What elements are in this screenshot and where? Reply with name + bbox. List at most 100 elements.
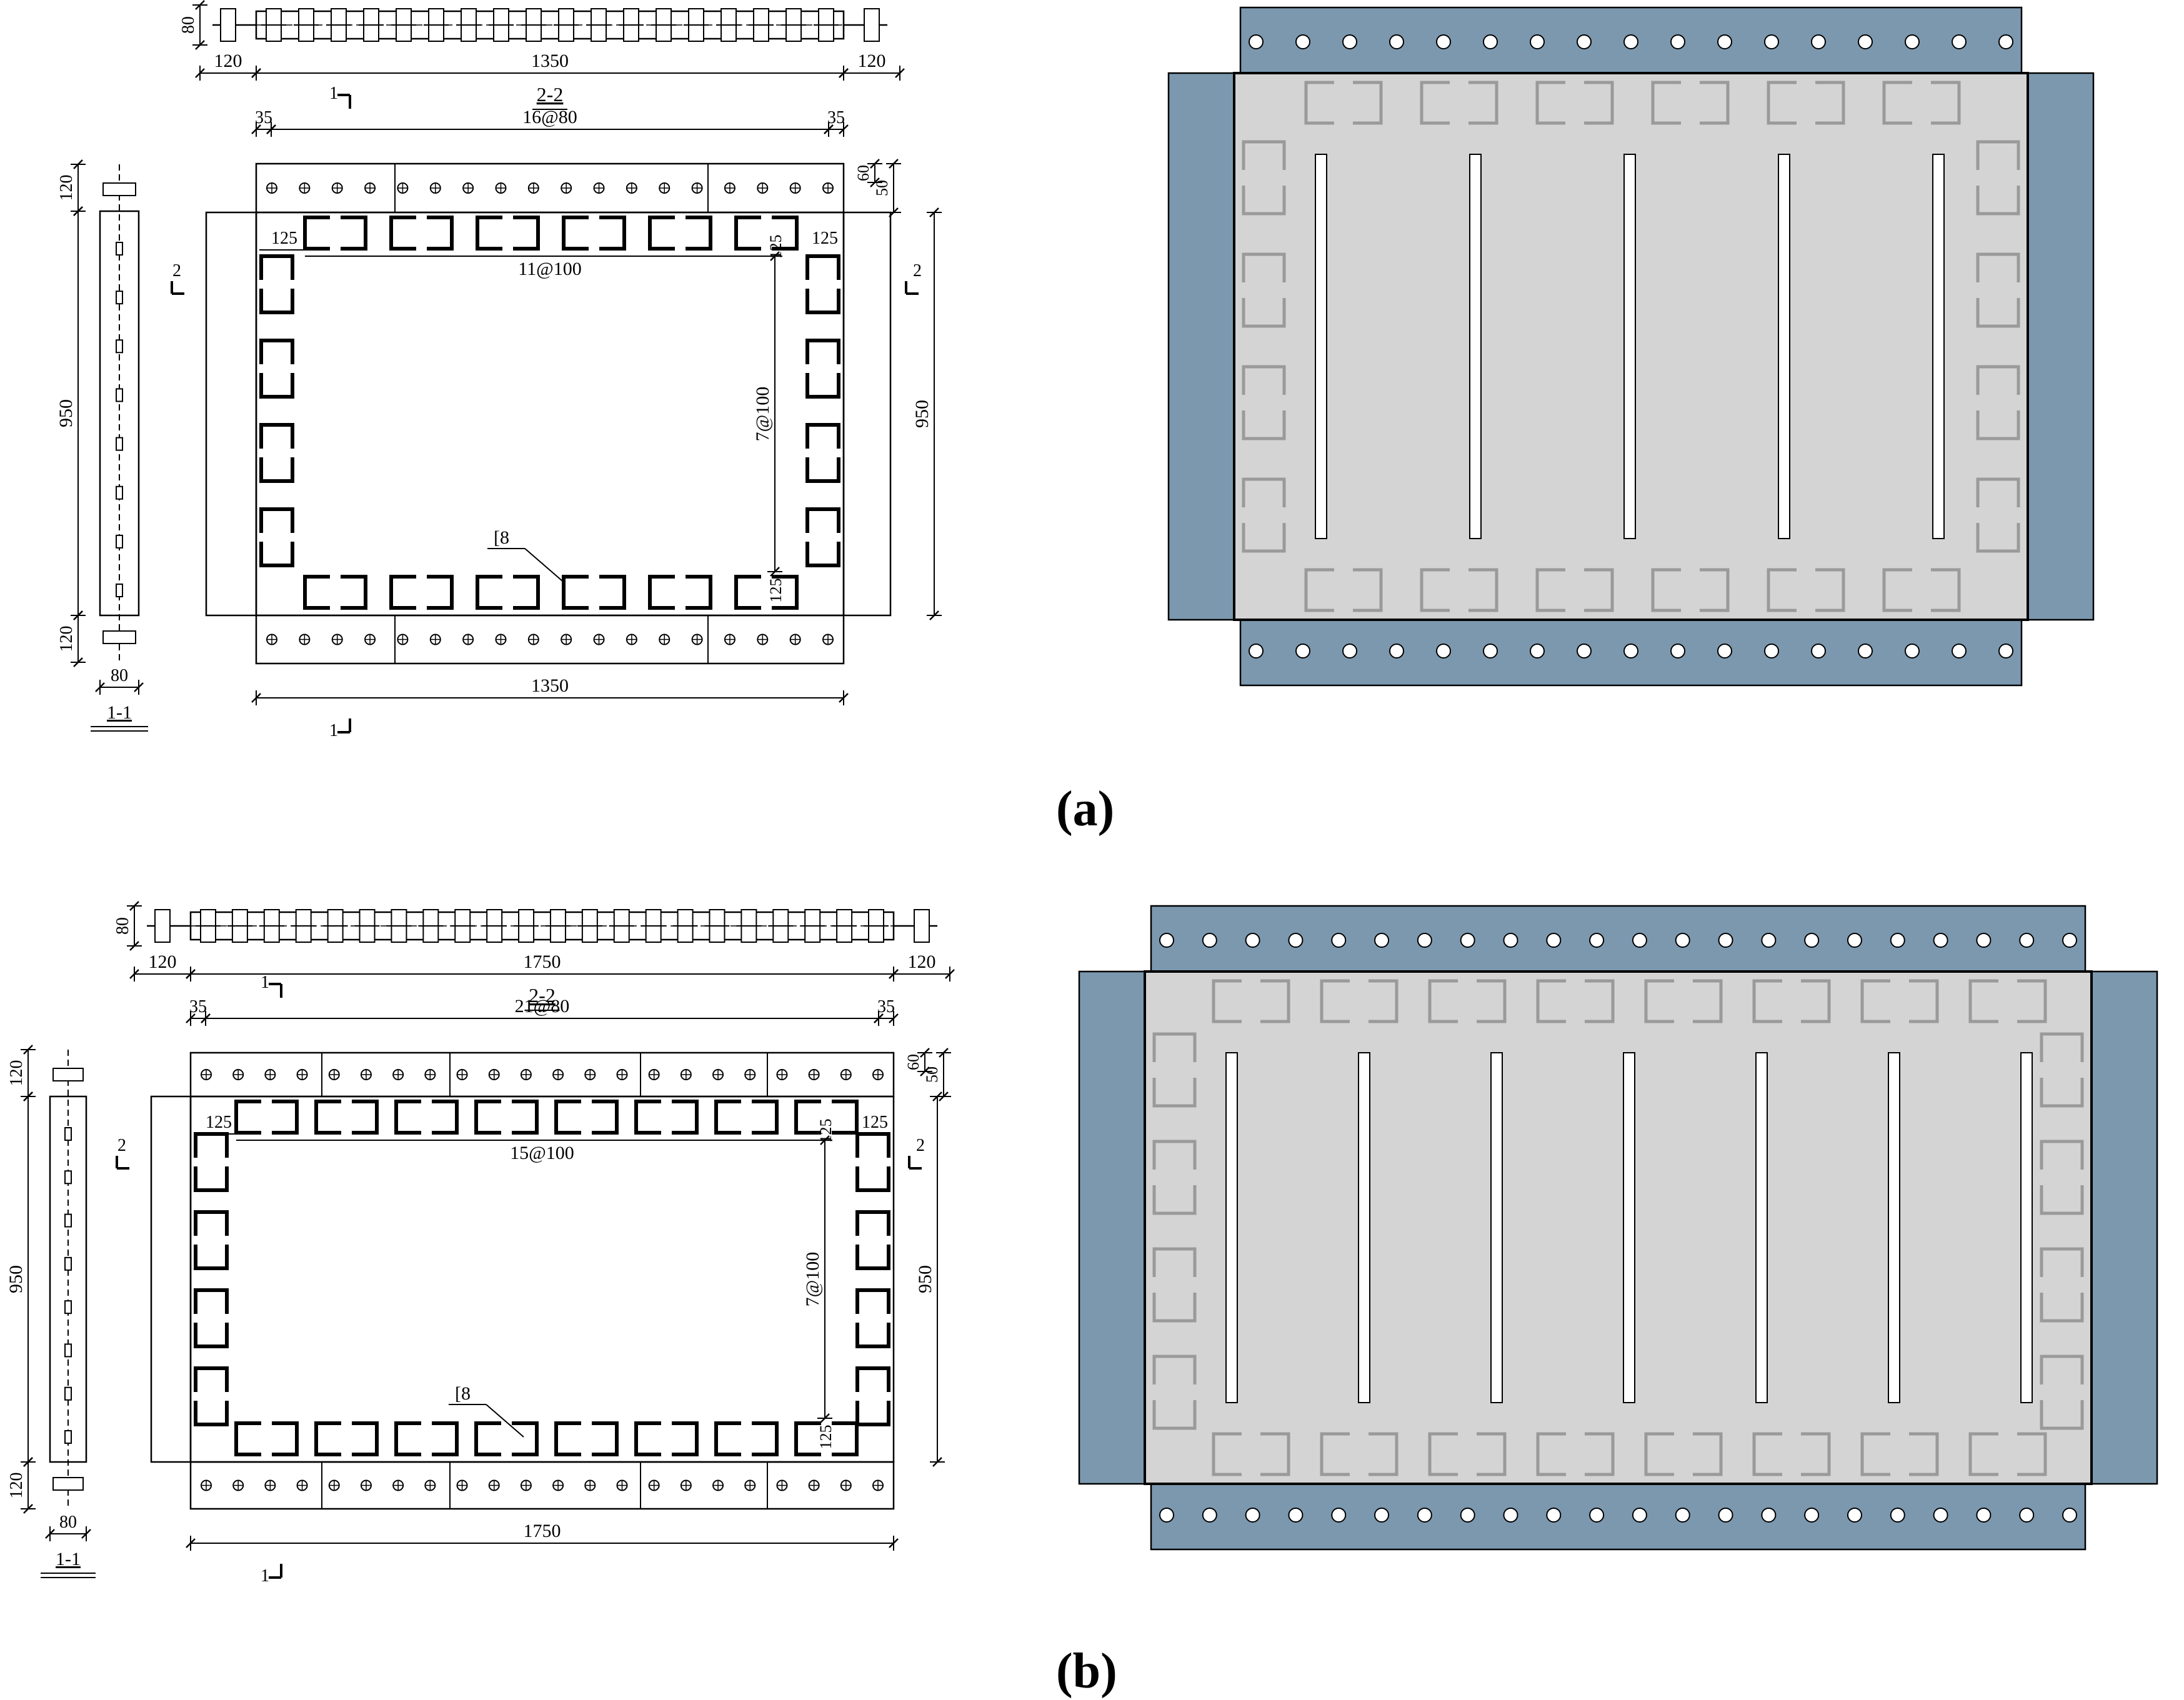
plan-plate-h1: 60: [854, 165, 872, 181]
render-concrete-panel: [1144, 970, 2093, 1485]
channel-connector-icon: [794, 1421, 821, 1456]
render-channel-icon: [1152, 1032, 1197, 1062]
render-bolt-hole: [1670, 644, 1685, 659]
channel-connector-icon: [855, 1166, 890, 1192]
channel-connector-icon: [513, 575, 540, 610]
render-channel-icon: [1585, 1432, 1615, 1476]
render-channel-icon: [1693, 979, 1723, 1023]
channel-connector-icon: [352, 1100, 379, 1135]
render-channel-icon: [1420, 568, 1450, 612]
channel-connector-icon: [394, 1100, 421, 1135]
render-end-plate-right: [2027, 72, 2095, 621]
section-1-1-top: 120: [57, 175, 76, 201]
cut-marker-label: 2: [172, 261, 181, 281]
channel-connector-icon: [562, 575, 589, 610]
render-bolt-hole: [1764, 644, 1779, 659]
render-channel-icon: [1931, 568, 1961, 612]
plan-end-plate-right: [842, 211, 892, 617]
render-channel-icon: [1815, 81, 1845, 125]
bolt-icon: [424, 8, 449, 42]
section-1-1-bottom: 120: [57, 626, 76, 652]
section-1-1-width: 80: [59, 1513, 77, 1532]
channel-connector-icon: [259, 339, 294, 364]
render-bolt-hole: [1546, 933, 1562, 948]
plan-end-plate-left: [205, 211, 257, 617]
render-bolt-hole: [1530, 644, 1545, 659]
render-channel-icon: [1260, 979, 1290, 1023]
render-channel-icon: [1860, 1432, 1890, 1476]
channel-connector-icon: [512, 1100, 539, 1135]
render-channel-icon: [1320, 1432, 1350, 1476]
render-bolt-hole: [1159, 933, 1174, 948]
render-channel-icon: [2040, 1032, 2084, 1062]
plan-bolt-spacing: 16@80: [522, 107, 577, 127]
bolt-icon: [864, 8, 880, 42]
render-channel-icon: [1420, 81, 1450, 125]
render-channel-icon: [1752, 979, 1782, 1023]
channel-connector-icon: [805, 507, 840, 533]
render-bolt-hole: [1202, 933, 1217, 948]
bolt-head: [52, 1068, 84, 1081]
channel-connector-icon: [794, 1100, 821, 1135]
render-bolt-hole: [1374, 933, 1390, 948]
render-bolt-hole: [1890, 933, 1905, 948]
render-bolt-hole: [1998, 34, 2013, 49]
channel-connector-icon: [116, 584, 123, 597]
render-bolt-hole: [1577, 644, 1592, 659]
render-channel-icon: [1882, 81, 1912, 125]
channel-connector-icon: [554, 1100, 581, 1135]
render-channel-icon: [1535, 81, 1565, 125]
channel-connector-icon: [259, 373, 294, 399]
render-bolt-hole: [1804, 1508, 1820, 1523]
render-slot: [1358, 1052, 1370, 1403]
channel-connector-icon: [116, 291, 123, 305]
plan-bolt-spacing: 21@80: [515, 996, 570, 1017]
channel-connector-icon: [64, 1430, 72, 1444]
render-bolt-hole: [1503, 1508, 1518, 1523]
channel-connector-icon: [259, 423, 294, 449]
render-channel-icon: [1968, 979, 1998, 1023]
section-marker-icon: 2: [908, 1136, 925, 1170]
render-channel-icon: [1304, 568, 1334, 612]
render-bolt-hole: [1976, 933, 1992, 948]
channel-connector-icon: [476, 216, 502, 251]
render-bolt-hole: [1890, 1508, 1905, 1523]
render-bolt-hole: [1952, 644, 1967, 659]
render-slot: [1315, 154, 1327, 539]
plan-corner-br-v: 125: [817, 1425, 835, 1449]
bolt-icon: [359, 8, 384, 42]
render-channel-icon: [1909, 979, 1939, 1023]
render-channel-icon: [1644, 1432, 1674, 1476]
render-channel-icon: [1801, 979, 1831, 1023]
channel-connector-icon: [805, 373, 840, 399]
plan-channel-callout: [8: [455, 1383, 471, 1404]
section-2-2-middle: 1350: [531, 51, 569, 71]
render-bolt-hole: [1761, 1508, 1777, 1523]
bolt-icon: [220, 8, 236, 42]
render-slot: [1778, 154, 1790, 539]
plan-width: 1750: [524, 1521, 561, 1541]
channel-connector-icon: [855, 1323, 890, 1348]
bolt-icon: [261, 8, 286, 42]
channel-connector-icon: [805, 457, 840, 483]
channel-connector-icon: [855, 1401, 890, 1426]
render-channel-icon: [1968, 1432, 1998, 1476]
render-bolt-hole: [1858, 34, 1873, 49]
render-bolt-hole: [1483, 644, 1498, 659]
channel-connector-icon: [314, 1421, 341, 1456]
bolt-head: [52, 1477, 84, 1491]
render-bolt-hole: [1717, 644, 1732, 659]
render-end-plate-left: [1167, 72, 1235, 621]
bolt-icon: [609, 909, 634, 943]
bolt-icon: [102, 630, 136, 644]
render-bolt-hole: [1417, 1508, 1432, 1523]
channel-connector-icon: [234, 1421, 261, 1456]
render-channel-icon: [1152, 1293, 1197, 1323]
bolt-icon: [521, 8, 546, 42]
section-2-2-title: 2-2: [537, 83, 564, 106]
bolt-icon: [749, 8, 774, 42]
cut-marker-label: 1: [329, 84, 338, 103]
render-channel-icon: [1353, 568, 1383, 612]
channel-connector-icon: [194, 1288, 229, 1314]
bolt-icon: [456, 8, 481, 42]
